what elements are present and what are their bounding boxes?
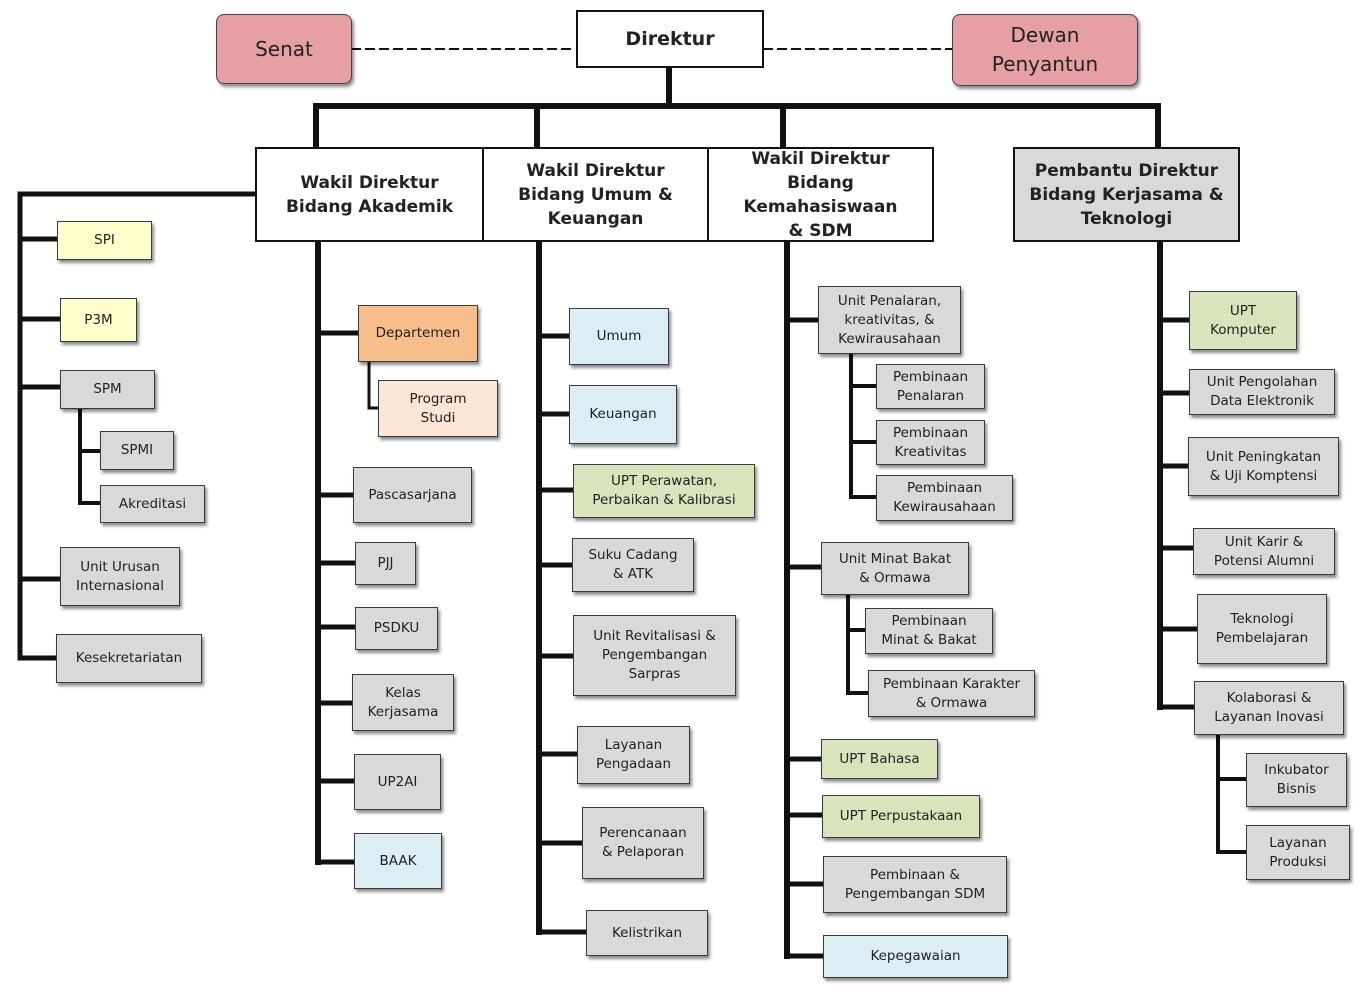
layanan-produksi-box: Layanan Produksi	[1246, 825, 1350, 880]
spi-box: SPI	[57, 221, 152, 260]
unit-penalaran-box: Unit Penalaran, kreativitas, & Kewirausa…	[818, 286, 961, 354]
upt-perpustakaan-box: UPT Perpustakaan	[822, 795, 980, 838]
wakil-direktur-kemahasiswaan: Wakil Direktur Bidang Kemahasiswaan & SD…	[707, 147, 934, 242]
pembinaan-minat-bakat-box: Pembinaan Minat & Bakat	[865, 608, 993, 654]
akreditasi-box: Akreditasi	[100, 485, 205, 523]
spm-box: SPM	[60, 370, 155, 409]
psdku-box: PSDKU	[355, 607, 438, 650]
unit-pengolahan-box: Unit Pengolahan Data Elektronik	[1189, 369, 1335, 415]
unit-peningkatan-box: Unit Peningkatan & Uji Komptensi	[1188, 437, 1339, 496]
pembinaan-karakter-box: Pembinaan Karakter & Ormawa	[868, 670, 1035, 717]
inkubator-bisnis-box: Inkubator Bisnis	[1246, 753, 1347, 807]
pjj-box: PJJ	[355, 542, 416, 585]
unit-urusan-internasional-box: Unit Urusan Internasional	[60, 547, 180, 606]
suku-cadang-box: Suku Cadang & ATK	[572, 538, 694, 592]
teknologi-pembelajaran-box: Teknologi Pembelajaran	[1197, 594, 1327, 664]
direktur-box: Direktur	[576, 10, 764, 68]
wakil-direktur-umum: Wakil Direktur Bidang Umum & Keuangan	[482, 147, 709, 242]
kesekretariatan-box: Kesekretariatan	[56, 634, 202, 683]
pembantu-direktur-kerjasama: Pembantu Direktur Bidang Kerjasama & Tek…	[1013, 147, 1240, 242]
baak-box: BAAK	[354, 833, 442, 889]
unit-karir-box: Unit Karir & Potensi Alumni	[1193, 528, 1335, 575]
senat-box: Senat	[216, 14, 352, 84]
pembinaan-kreativitas-box: Pembinaan Kreativitas	[876, 420, 985, 465]
upt-komputer-box: UPT Komputer	[1189, 291, 1297, 350]
wakil-direktur-akademik: Wakil Direktur Bidang Akademik	[255, 147, 484, 242]
program-studi-box: Program Studi	[378, 380, 498, 437]
kepegawaian-box: Kepegawaian	[823, 935, 1008, 978]
kolaborasi-box: Kolaborasi & Layanan Inovasi	[1194, 681, 1344, 735]
up2ai-box: UP2AI	[354, 754, 441, 810]
upt-bahasa-box: UPT Bahasa	[821, 739, 938, 779]
perencanaan-pelaporan-box: Perencanaan & Pelaporan	[582, 807, 704, 879]
pembinaan-penalaran-box: Pembinaan Penalaran	[876, 364, 985, 409]
departemen-box: Departemen	[358, 305, 478, 362]
spmi-box: SPMI	[100, 431, 174, 470]
kelas-kerjasama-box: Kelas Kerjasama	[352, 674, 454, 731]
pascasarjana-box: Pascasarjana	[353, 467, 472, 523]
upt-perawatan-box: UPT Perawatan, Perbaikan & Kalibrasi	[573, 464, 755, 518]
p3m-box: P3M	[60, 298, 137, 342]
umum-box: Umum	[569, 308, 669, 365]
layanan-pengadaan-box: Layanan Pengadaan	[577, 726, 690, 784]
unit-minat-bakat-box: Unit Minat Bakat & Ormawa	[821, 542, 969, 595]
pembinaan-sdm-box: Pembinaan & Pengembangan SDM	[823, 856, 1007, 913]
dewan-penyantun-box: Dewan Penyantun	[952, 14, 1138, 86]
keuangan-box: Keuangan	[569, 385, 677, 444]
kelistrikan-box: Kelistrikan	[586, 910, 708, 956]
pembinaan-kewirausahaan-box: Pembinaan Kewirausahaan	[876, 475, 1013, 521]
unit-revitalisasi-box: Unit Revitalisasi & Pengembangan Sarpras	[573, 615, 736, 696]
